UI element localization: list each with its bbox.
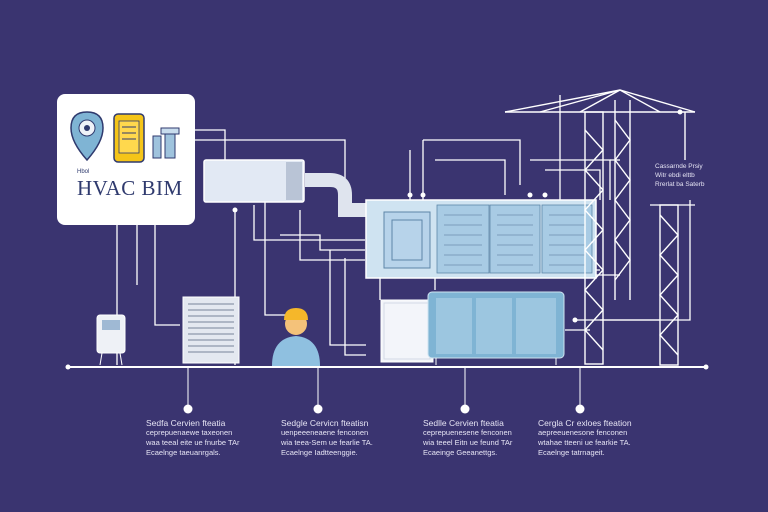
air-handling-unit [427, 291, 565, 365]
crane-caption: Cassarnde Prsiy Witr ebdi elttb Rrerlat … [655, 162, 725, 189]
caption-heading: Sedfa Cervien fteatia [146, 418, 226, 428]
caption-block: Cergla Cr exloes fteation aepreeuenesone… [538, 418, 658, 458]
map-pin-gear-icon [70, 111, 104, 162]
caption-line: wtahae tteeni ue fearkie TA. [538, 438, 631, 447]
caption-markers [183, 367, 585, 414]
caption-block: Sedgle Cervicn fteatisn uenpeeeneaene fe… [281, 418, 401, 458]
card-title: HVAC BIM [77, 176, 183, 200]
caption-line: uenpeeeneaene fenconen [281, 428, 369, 437]
caption-block: Sedfa Cervien fteatia ceprepuenaewe taxe… [146, 418, 266, 458]
caption-line: Ecaelnge tatrnageit. [538, 448, 605, 457]
caption-line: Ecaeinge Geeanettgs. [423, 448, 498, 457]
crane-caption-line3: Rrerlat ba Saterb [655, 181, 705, 188]
connection-nodes [65, 109, 709, 370]
caption-line: wia teeel Eitn ue feund TAr [423, 438, 513, 447]
condenser-unit [182, 296, 240, 364]
caption-block: Sedlle Cervien fteatia ceprepuenesene fe… [423, 418, 543, 458]
construction-crane [504, 89, 696, 366]
caption-heading: Sedlle Cervien fteatia [423, 418, 504, 428]
caption-line: waa teeal eite ue fnurbe TAr [146, 438, 240, 447]
technician-figure [272, 308, 320, 366]
crane-caption-line2: Witr ebdi elttb [655, 172, 695, 179]
bolt-tools-icon [152, 127, 180, 159]
caption-heading: Sedgle Cervicn fteatisn [281, 418, 369, 428]
boiler-unit [380, 299, 434, 363]
hvac-bim-card: Hbol HVAC BIM [57, 94, 195, 225]
air-duct [305, 173, 366, 217]
wall-air-conditioner [203, 159, 305, 203]
thermostat-device [96, 314, 126, 366]
caption-line: aepreeuenesone fenconen [538, 428, 628, 437]
crane-caption-line1: Cassarnde Prsiy [655, 163, 703, 170]
caption-line: ceprepuenesene fenconen [423, 428, 512, 437]
mobile-device-icon [113, 113, 145, 163]
caption-line: ceprepuenaewe taxeonen [146, 428, 233, 437]
card-small-label: Hbol [77, 169, 90, 175]
caption-line: Ecaelnge taeuanrgals. [146, 448, 221, 457]
central-control-panel [365, 199, 597, 279]
caption-heading: Cergla Cr exloes fteation [538, 418, 632, 428]
caption-line: wia teea-Sem ue fearlie TA. [281, 438, 373, 447]
card-icons [70, 111, 180, 163]
caption-line: Ecaelnge Iadtteenggie. [281, 448, 358, 457]
